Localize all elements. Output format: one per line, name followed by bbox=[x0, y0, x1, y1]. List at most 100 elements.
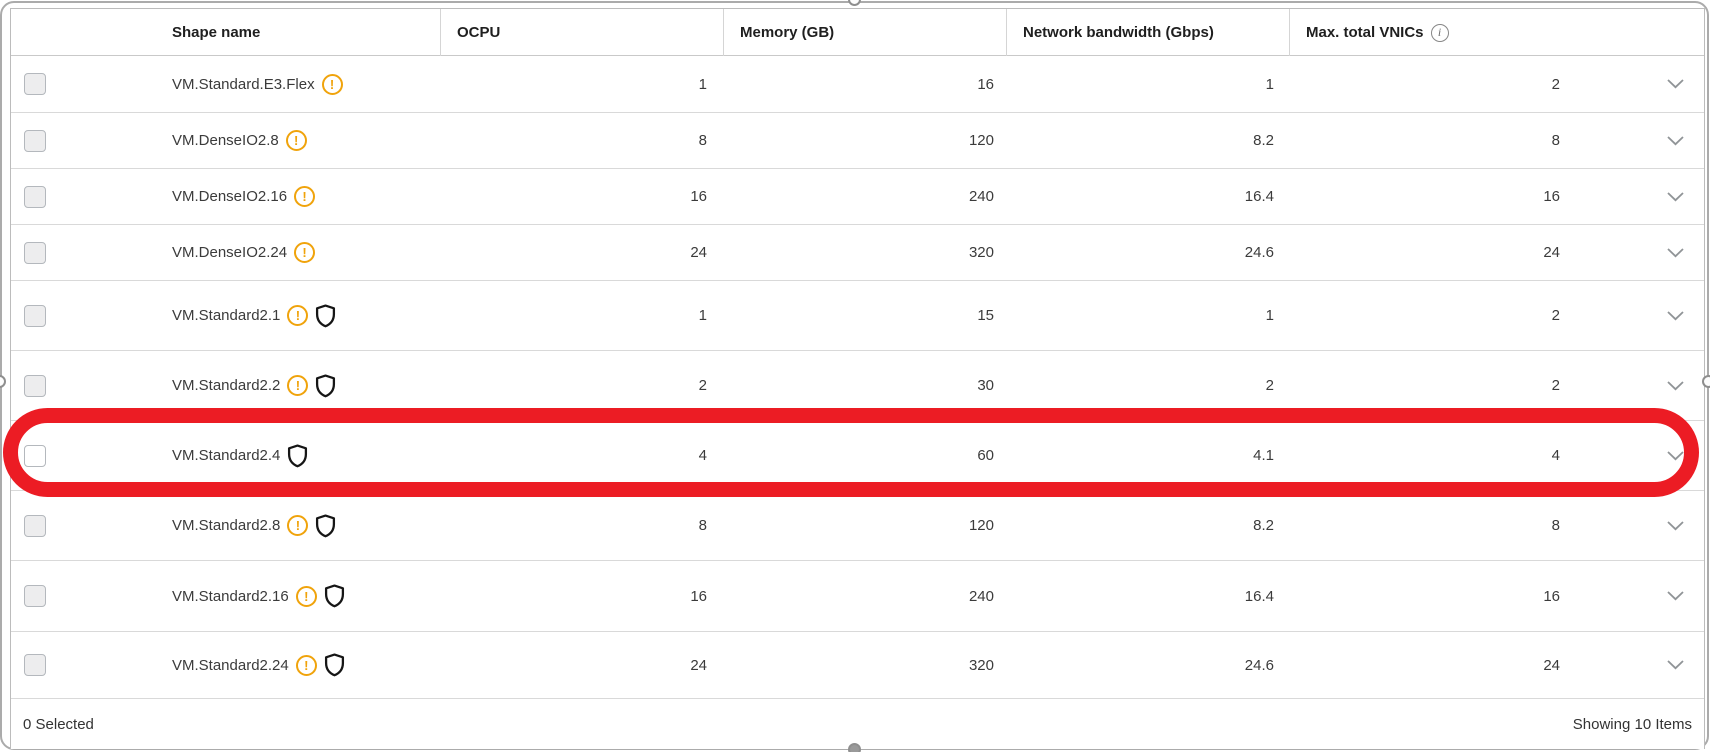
chevron-down-icon[interactable] bbox=[1667, 380, 1684, 391]
warning-icon[interactable]: ! bbox=[287, 375, 309, 396]
table-row: VM.Standard2.4 ! 4 60 4.1 4 bbox=[11, 421, 1704, 491]
row-checkbox[interactable] bbox=[24, 654, 46, 676]
bandwidth-value: 16.4 bbox=[1244, 587, 1274, 605]
warning-icon[interactable]: ! bbox=[294, 242, 316, 263]
shape-name-text: VM.DenseIO2.24 bbox=[172, 244, 288, 261]
row-checkbox[interactable] bbox=[24, 129, 46, 152]
vnics-value: 2 bbox=[1551, 307, 1560, 324]
shield-icon bbox=[288, 443, 308, 467]
shield-icon bbox=[316, 373, 336, 397]
shape-name-cell: VM.Standard2.8 ! bbox=[162, 513, 440, 538]
expand-cell bbox=[1575, 520, 1704, 531]
checkbox-cell bbox=[11, 73, 162, 95]
shield-icon bbox=[324, 653, 344, 677]
info-icon[interactable]: i bbox=[1430, 23, 1449, 42]
chevron-down-icon[interactable] bbox=[1667, 135, 1684, 146]
memory-value: 30 bbox=[977, 377, 994, 394]
warning-icon[interactable]: ! bbox=[294, 186, 316, 207]
ocpu-value: 8 bbox=[698, 517, 707, 534]
table-row: VM.DenseIO2.8 ! 8 120 8.2 8 bbox=[11, 113, 1704, 169]
memory-value: 240 bbox=[968, 188, 994, 205]
chevron-down-icon[interactable] bbox=[1667, 247, 1684, 258]
table-row: VM.Standard2.16 ! 16 240 16.4 16 bbox=[11, 561, 1704, 632]
table-body: VM.Standard.E3.Flex ! 1 16 1 2 VM.DenseI… bbox=[11, 56, 1704, 699]
ocpu-value: 4 bbox=[698, 447, 707, 464]
showing-items-label: Showing 10 Items bbox=[1572, 715, 1692, 733]
table-row: VM.Standard2.2 ! 2 30 2 2 bbox=[11, 351, 1704, 421]
vnics-value: 16 bbox=[1543, 188, 1560, 205]
expand-cell bbox=[1575, 135, 1704, 146]
bandwidth-value: 1 bbox=[1265, 307, 1274, 324]
vnics-value: 16 bbox=[1543, 587, 1560, 605]
warning-icon[interactable]: ! bbox=[295, 654, 317, 676]
row-checkbox[interactable] bbox=[24, 514, 46, 537]
shape-name-cell: VM.Standard2.2 ! bbox=[162, 373, 440, 398]
shape-name-cell: VM.DenseIO2.24 ! bbox=[162, 242, 440, 263]
chevron-down-icon[interactable] bbox=[1667, 79, 1684, 89]
shape-name-cell: VM.Standard2.16 ! bbox=[162, 584, 440, 608]
memory-value: 320 bbox=[968, 244, 994, 261]
shape-name-cell: VM.Standard2.4 ! bbox=[162, 443, 440, 468]
expand-cell bbox=[1575, 380, 1704, 391]
shield-icon bbox=[316, 513, 336, 537]
table-row: VM.Standard2.8 ! 8 120 8.2 8 bbox=[11, 491, 1704, 561]
shape-name-text: VM.Standard2.8 bbox=[172, 517, 281, 534]
warning-icon[interactable]: ! bbox=[285, 130, 307, 151]
column-header-memory: Memory (GB) bbox=[723, 9, 1006, 56]
warning-icon[interactable]: ! bbox=[287, 305, 309, 326]
table-row: VM.DenseIO2.24 ! 24 320 24.6 24 bbox=[11, 225, 1704, 281]
selection-handle-bottom bbox=[848, 743, 861, 752]
warning-icon[interactable]: ! bbox=[295, 585, 317, 607]
checkbox-cell bbox=[11, 585, 162, 607]
bandwidth-value: 24.6 bbox=[1244, 656, 1274, 674]
bandwidth-value: 24.6 bbox=[1244, 244, 1274, 261]
ocpu-value: 1 bbox=[698, 75, 707, 93]
ocpu-value: 16 bbox=[690, 587, 707, 605]
warning-icon[interactable]: ! bbox=[321, 73, 343, 95]
column-header-bandwidth: Network bandwidth (Gbps) bbox=[1006, 9, 1289, 56]
column-header-shape-name: Shape name bbox=[172, 24, 261, 41]
ocpu-value: 16 bbox=[690, 188, 707, 205]
row-checkbox[interactable] bbox=[24, 444, 46, 467]
checkbox-cell bbox=[11, 129, 162, 152]
expand-cell bbox=[1575, 450, 1704, 461]
checkbox-cell bbox=[11, 514, 162, 537]
chevron-down-icon[interactable] bbox=[1667, 191, 1684, 202]
memory-value: 240 bbox=[968, 587, 994, 605]
chevron-down-icon[interactable] bbox=[1667, 450, 1684, 461]
expand-cell bbox=[1575, 191, 1704, 202]
row-checkbox[interactable] bbox=[24, 73, 46, 95]
column-header-ocpu: OCPU bbox=[440, 9, 723, 56]
memory-value: 16 bbox=[977, 75, 994, 93]
selection-handle-right bbox=[1702, 375, 1710, 388]
row-checkbox[interactable] bbox=[24, 374, 46, 397]
column-header-vnics-label: Max. total VNICs bbox=[1306, 24, 1424, 41]
shape-name-cell: VM.Standard.E3.Flex ! bbox=[162, 73, 440, 95]
row-checkbox[interactable] bbox=[24, 241, 46, 264]
memory-value: 120 bbox=[968, 132, 994, 149]
vnics-value: 8 bbox=[1551, 517, 1560, 534]
checkbox-cell bbox=[11, 241, 162, 264]
chevron-down-icon[interactable] bbox=[1667, 660, 1684, 670]
expand-cell bbox=[1575, 591, 1704, 601]
vnics-value: 24 bbox=[1543, 244, 1560, 261]
ocpu-value: 24 bbox=[690, 656, 707, 674]
memory-value: 15 bbox=[977, 307, 994, 324]
chevron-down-icon[interactable] bbox=[1667, 520, 1684, 531]
chevron-down-icon[interactable] bbox=[1667, 591, 1684, 601]
warning-icon[interactable]: ! bbox=[287, 515, 309, 536]
memory-value: 60 bbox=[977, 447, 994, 464]
shape-name-text: VM.Standard.E3.Flex bbox=[172, 75, 315, 93]
row-checkbox[interactable] bbox=[24, 304, 46, 327]
select-all-header-cell bbox=[11, 9, 162, 56]
vnics-value: 24 bbox=[1543, 656, 1560, 674]
row-checkbox[interactable] bbox=[24, 185, 46, 208]
ocpu-value: 1 bbox=[698, 307, 707, 324]
row-checkbox[interactable] bbox=[24, 585, 46, 607]
bandwidth-value: 4.1 bbox=[1253, 447, 1274, 464]
bandwidth-value: 8.2 bbox=[1253, 132, 1274, 149]
chevron-down-icon[interactable] bbox=[1667, 310, 1684, 321]
ocpu-value: 24 bbox=[690, 244, 707, 261]
checkbox-cell bbox=[11, 654, 162, 676]
